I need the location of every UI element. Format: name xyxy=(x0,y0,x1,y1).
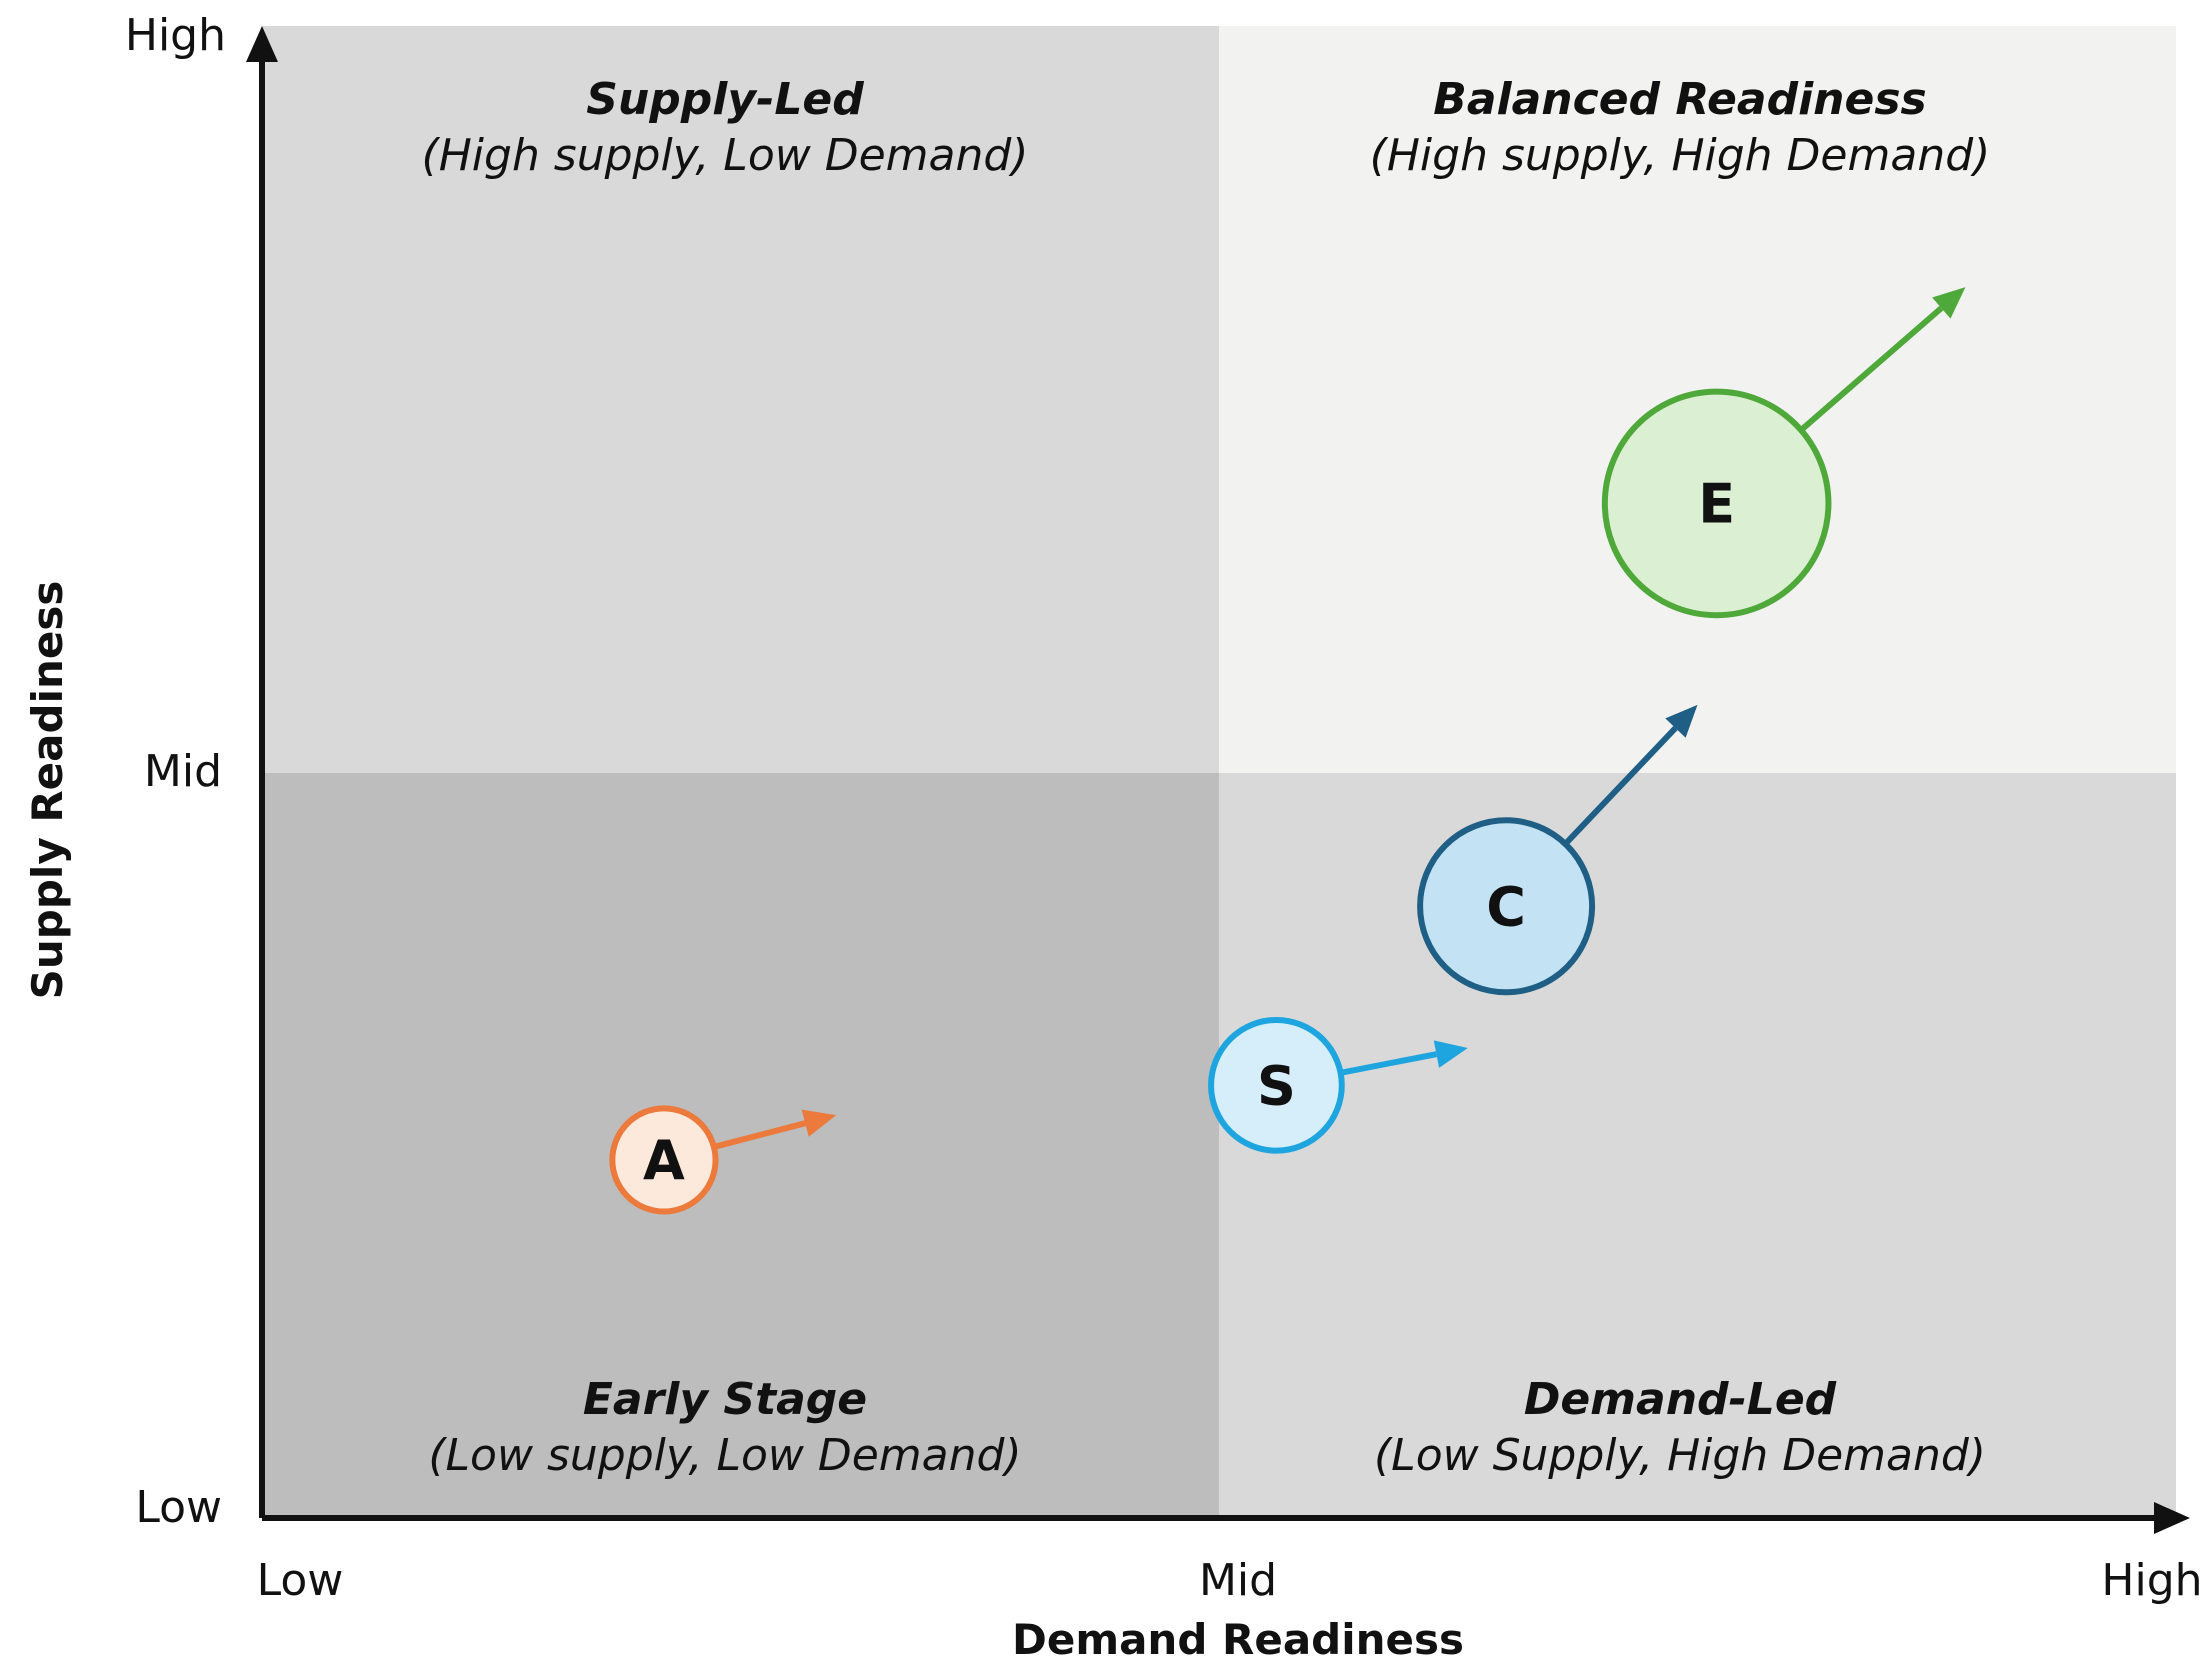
x-tick-high: High xyxy=(2101,1555,2202,1606)
bubble-e-label: E xyxy=(1698,472,1735,535)
x-tick-mid: Mid xyxy=(1199,1555,1277,1606)
bubble-a-arrow-line xyxy=(713,1120,806,1150)
bubble-e-arrowhead xyxy=(1932,287,1966,319)
y-axis-title: Supply Readiness xyxy=(23,581,72,1000)
bubble-a-label: A xyxy=(643,1129,685,1192)
bubble-e-arrow-line xyxy=(1799,305,1944,433)
bubble-c-arrowhead xyxy=(1665,704,1698,738)
bubble-e-circle xyxy=(1601,388,1832,619)
y-axis-arrowhead xyxy=(246,26,278,62)
bubble-s-arrowhead xyxy=(1433,1040,1468,1068)
quadrant-early-stage xyxy=(262,773,1219,1518)
quadrant-subtitle-demand-led: (Low Supply, High Demand) xyxy=(1374,1430,1986,1481)
bubble-s-arrow-line xyxy=(1339,1051,1437,1076)
y-tick-high: High xyxy=(125,10,226,61)
x-axis-title: Demand Readiness xyxy=(1012,1615,1464,1664)
bubble-c-circle xyxy=(1417,817,1596,996)
y-tick-mid: Mid xyxy=(144,746,222,797)
bubble-c: C xyxy=(1417,704,1698,996)
bubbles-layer: A S C E xyxy=(609,287,1966,1215)
quadrant-title-supply-led: Supply-Led xyxy=(586,74,864,125)
quadrant-title-balanced-readiness: Balanced Readiness xyxy=(1433,74,1926,125)
bubble-e: E xyxy=(1601,287,1966,619)
bubble-s: S xyxy=(1208,1016,1468,1154)
bubble-c-arrow-line xyxy=(1563,725,1678,847)
quadrant-subtitle-early-stage: (Low supply, Low Demand) xyxy=(428,1430,1021,1481)
quadrant-subtitle-balanced-readiness: (High supply, High Demand) xyxy=(1370,130,1991,181)
bubble-a-circle xyxy=(609,1105,719,1215)
quadrant-title-early-stage: Early Stage xyxy=(583,1374,867,1425)
y-tick-low: Low xyxy=(135,1482,222,1533)
quadrant-subtitle-supply-led: (High supply, Low Demand) xyxy=(422,130,1029,181)
bubble-s-circle xyxy=(1208,1016,1345,1154)
quadrant-supply-led xyxy=(262,26,1219,773)
bubble-a-arrowhead xyxy=(801,1109,837,1137)
x-tick-low: Low xyxy=(257,1555,344,1606)
bubble-s-label: S xyxy=(1257,1054,1296,1117)
bubble-a: A xyxy=(609,1105,837,1215)
x-axis-arrowhead xyxy=(2154,1502,2190,1534)
bubble-c-label: C xyxy=(1486,875,1526,938)
quadrant-demand-led xyxy=(1219,773,2176,1518)
quadrant-title-demand-led: Demand-Led xyxy=(1524,1374,1837,1425)
